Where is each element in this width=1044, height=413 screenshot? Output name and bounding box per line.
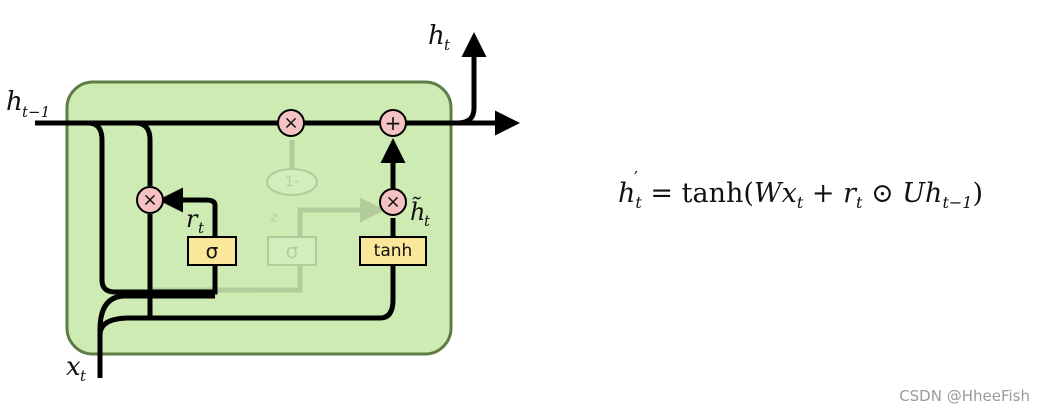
eq-plus: + [803, 178, 844, 209]
svg-text:h: h [428, 21, 445, 51]
svg-text:×: × [142, 190, 157, 211]
eq-r-sub: t [856, 193, 863, 212]
one-minus-label: 1- [285, 174, 299, 190]
r-gate-label: r t [186, 205, 205, 237]
svg-text:r: r [186, 205, 199, 233]
eq-close: ) [972, 178, 983, 209]
sigma-update-label: σ [286, 239, 299, 263]
svg-text:t−1: t−1 [22, 103, 50, 121]
eq-x-sub: t [796, 193, 804, 212]
add-top-op: + [379, 109, 407, 137]
h-out-label: h t [428, 21, 451, 54]
eq-h: h [925, 178, 943, 209]
eq-x: x [781, 178, 797, 209]
eq-W: W [753, 178, 782, 209]
svg-text:t: t [424, 212, 431, 230]
svg-text:t: t [444, 36, 451, 54]
eq-equals-tanh: = tanh( [641, 178, 754, 209]
x-to-tanh [97, 266, 396, 336]
h-prev-label: h t−1 [6, 87, 50, 121]
mult-reset-op: × [136, 186, 164, 214]
svg-text:x: x [66, 352, 81, 382]
eq-lhs: h [618, 178, 636, 209]
sigma-reset-gate: σ [187, 236, 237, 266]
h-prev-branch-outer [87, 120, 218, 295]
mult-tanh-op: × [379, 188, 407, 216]
eq-lhs-sub: t [635, 193, 642, 212]
z-gate-label: z [269, 208, 278, 226]
output-branch [457, 32, 487, 126]
eq-r: r [843, 178, 857, 209]
svg-text:h: h [6, 87, 23, 117]
reset-to-mult [158, 187, 218, 213]
h-prev-branch-inner [134, 120, 153, 186]
svg-text:t: t [198, 219, 205, 237]
svg-text:+: + [385, 111, 402, 135]
svg-text:σ: σ [206, 239, 219, 263]
eq-odot: ⊙ [862, 178, 903, 209]
svg-text:tanh: tanh [374, 241, 413, 261]
h-tilde-label: h̃ t [410, 197, 431, 230]
svg-text:t: t [80, 367, 87, 385]
eq-prime: ′ [634, 168, 639, 189]
candidate-hidden-state-equation: h′t = tanh(Wxt + rt ⊙ Uht−1) [618, 168, 983, 212]
svg-text:×: × [283, 113, 298, 134]
cell-body [65, 80, 453, 356]
mult-top-op: × [277, 109, 305, 137]
watermark: CSDN @HheeFish [899, 387, 1030, 405]
svg-text:×: × [385, 192, 400, 213]
eq-h-sub: t−1 [942, 193, 973, 212]
faded-update-gate: 1- σ z [150, 140, 385, 293]
tanh-gate: tanh [359, 236, 427, 266]
x-in-label: x t [66, 352, 87, 385]
eq-U: U [902, 178, 926, 209]
svg-text:h̃: h̃ [410, 197, 425, 226]
